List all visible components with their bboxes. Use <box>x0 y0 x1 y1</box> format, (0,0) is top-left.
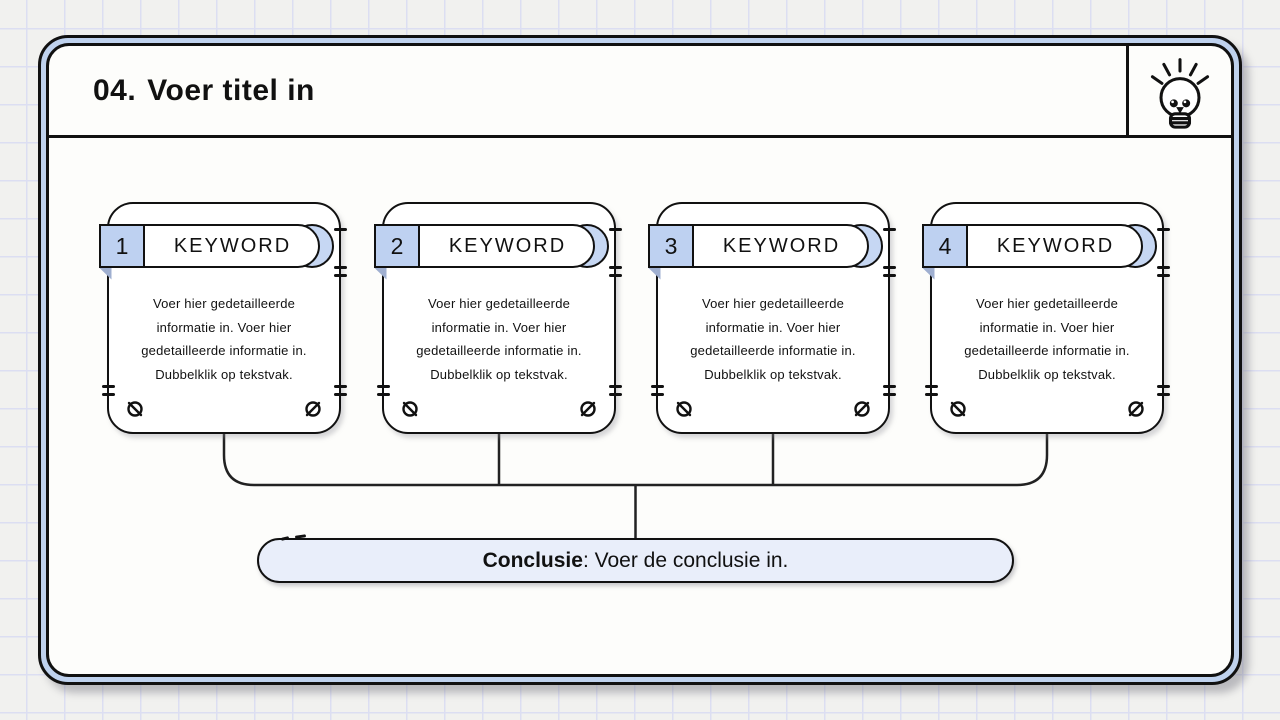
edge-tick <box>608 274 622 277</box>
connector-lines <box>222 434 1049 538</box>
edge-tick <box>608 266 622 269</box>
edge-tick <box>376 385 390 388</box>
card-text-line: Dubbelklik op tekstvak. <box>704 366 842 382</box>
card-text[interactable]: Voer hier gedetailleerde informatie in. … <box>117 292 331 386</box>
edge-tick <box>1156 393 1170 396</box>
number-tab[interactable]: 1 <box>99 224 145 268</box>
card-text-line: informatie in. Voer hier <box>431 319 567 335</box>
edge-tick <box>1156 228 1170 231</box>
card-text-line: Voer hier gedetailleerde <box>701 296 845 311</box>
card-text-line: informatie in. Voer hier <box>156 319 292 335</box>
card-text-line: informatie in. Voer hier <box>979 319 1115 335</box>
edge-tick <box>608 385 622 388</box>
edge-tick <box>333 385 347 388</box>
card-text-line: Dubbelklik op tekstvak. <box>155 366 293 382</box>
keyword-banner: KEYWORD 2 <box>374 224 619 280</box>
edge-tick <box>333 228 347 231</box>
edge-tick <box>333 274 347 277</box>
number-tab[interactable]: 4 <box>922 224 968 268</box>
screw-icon <box>580 401 596 417</box>
card-text[interactable]: Voer hier gedetailleerde informatie in. … <box>666 292 880 386</box>
card-text-line: gedetailleerde informatie in. <box>416 343 582 358</box>
card-text-line: Dubbelklik op tekstvak. <box>430 366 568 382</box>
screw-icon <box>1128 401 1144 417</box>
conclusion-text: : Voer de conclusie in. <box>582 548 789 572</box>
conclusion-pill[interactable]: Conclusie : Voer de conclusie in. <box>257 534 1014 583</box>
edge-tick <box>608 393 622 396</box>
card-text[interactable]: Voer hier gedetailleerde informatie in. … <box>940 292 1154 386</box>
card-text-line: gedetailleerde informatie in. <box>964 343 1130 358</box>
edge-tick <box>101 393 115 396</box>
screw-icon <box>127 401 143 417</box>
edge-tick <box>1156 385 1170 388</box>
edge-tick <box>882 228 896 231</box>
slide-inner-frame: 04. Voer titel in <box>46 43 1234 677</box>
title-text: Voer titel in <box>147 73 315 107</box>
card-text-line: Voer hier gedetailleerde <box>427 296 571 311</box>
card-text-line: Dubbelklik op tekstvak. <box>978 366 1116 382</box>
card-text-line: Voer hier gedetailleerde <box>152 296 296 311</box>
keyword-card-4[interactable]: KEYWORD 4 Voer hier gedetailleerde infor… <box>922 202 1170 434</box>
edge-tick <box>882 266 896 269</box>
header: 04. Voer titel in <box>49 46 1231 138</box>
edge-tick <box>1156 266 1170 269</box>
edge-tick <box>376 393 390 396</box>
slide-frame: 04. Voer titel in <box>38 35 1242 685</box>
page-title[interactable]: 04. Voer titel in <box>49 46 1126 135</box>
screw-icon <box>854 401 870 417</box>
keyword-banner: KEYWORD 3 <box>648 224 893 280</box>
edge-tick <box>1156 274 1170 277</box>
edge-tick <box>924 385 938 388</box>
keyword-banner: KEYWORD 4 <box>922 224 1167 280</box>
screw-icon <box>950 401 966 417</box>
title-number: 04. <box>93 73 137 107</box>
card-text-line: gedetailleerde informatie in. <box>690 343 856 358</box>
keyword-pill[interactable]: KEYWORD <box>962 224 1143 268</box>
edge-tick <box>650 393 664 396</box>
keyword-card-3[interactable]: KEYWORD 3 Voer hier gedetailleerde infor… <box>648 202 896 434</box>
edge-tick <box>333 393 347 396</box>
keyword-banner: KEYWORD 1 <box>99 224 344 280</box>
edge-tick <box>882 385 896 388</box>
card-text-line: gedetailleerde informatie in. <box>141 343 307 358</box>
keyword-pill[interactable]: KEYWORD <box>414 224 595 268</box>
lightbulb-icon <box>1150 57 1210 129</box>
edge-tick <box>333 266 347 269</box>
header-icon-box <box>1126 46 1231 135</box>
diagram-area: KEYWORD 1 Voer hier gedetailleerde infor… <box>49 138 1231 674</box>
edge-tick <box>650 385 664 388</box>
sketch-dash <box>294 534 307 539</box>
keyword-pill[interactable]: KEYWORD <box>139 224 320 268</box>
card-text-line: informatie in. Voer hier <box>705 319 841 335</box>
screw-icon <box>676 401 692 417</box>
edge-tick <box>101 385 115 388</box>
card-text[interactable]: Voer hier gedetailleerde informatie in. … <box>392 292 606 386</box>
conclusion-label: Conclusie <box>482 548 583 572</box>
keyword-card-1[interactable]: KEYWORD 1 Voer hier gedetailleerde infor… <box>99 202 347 434</box>
edge-tick <box>924 393 938 396</box>
edge-tick <box>882 393 896 396</box>
sketch-dash <box>280 536 290 541</box>
edge-tick <box>882 274 896 277</box>
number-tab[interactable]: 3 <box>648 224 694 268</box>
screw-icon <box>305 401 321 417</box>
number-tab[interactable]: 2 <box>374 224 420 268</box>
keyword-card-2[interactable]: KEYWORD 2 Voer hier gedetailleerde infor… <box>374 202 622 434</box>
screw-icon <box>402 401 418 417</box>
edge-tick <box>608 228 622 231</box>
card-text-line: Voer hier gedetailleerde <box>975 296 1119 311</box>
keyword-pill[interactable]: KEYWORD <box>688 224 869 268</box>
